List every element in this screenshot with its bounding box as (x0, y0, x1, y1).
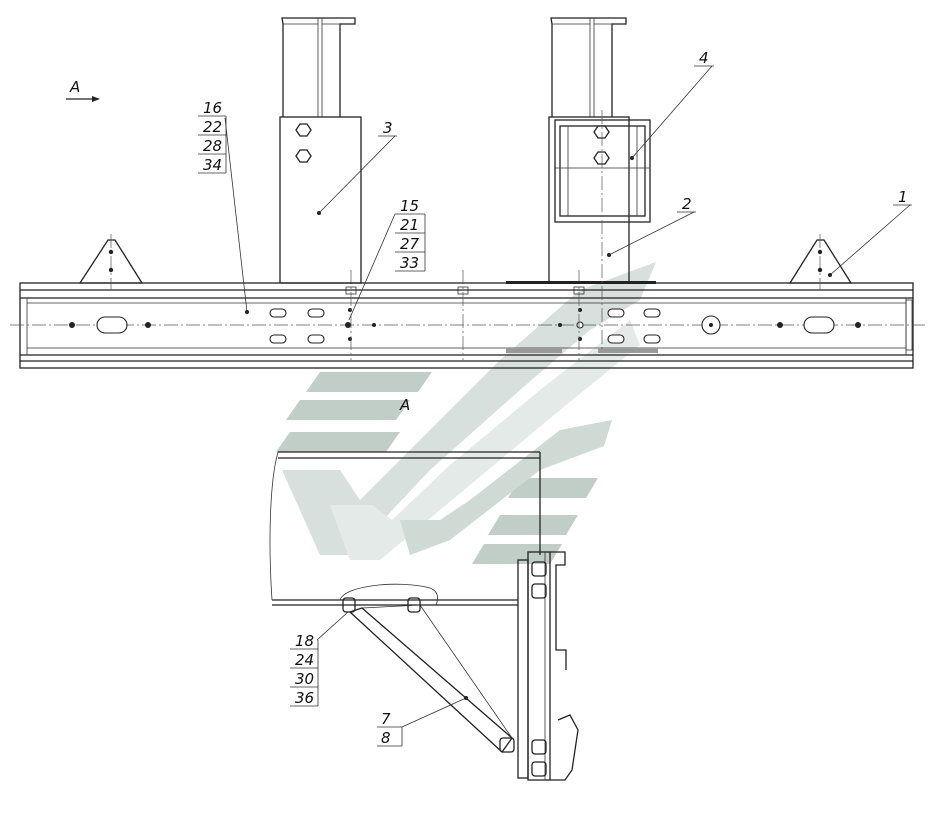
view-arrow (66, 96, 100, 102)
leader-lines (224, 65, 911, 728)
callout-16: 16 (203, 99, 222, 117)
callout-30: 30 (295, 670, 314, 688)
callout-15-21-27-33: 15 21 27 33 (395, 197, 426, 272)
callout-3: 3 (383, 119, 393, 137)
left-post (279, 17, 362, 284)
callout-18-24-30-36: 18 24 30 36 (290, 632, 319, 707)
view-arrow-label: A (69, 78, 80, 96)
section-label: A (399, 396, 410, 414)
callout-8: 8 (381, 729, 391, 747)
callout-24: 24 (295, 651, 314, 669)
callout-22: 22 (203, 118, 222, 136)
callout-7: 7 (381, 710, 391, 728)
main-beam (10, 270, 925, 369)
callout-15: 15 (400, 197, 419, 215)
bracket-detail (269, 451, 579, 781)
callout-16-22-28-34: 16 22 28 34 (198, 99, 227, 174)
callout-33: 33 (400, 254, 419, 272)
watermark-logo (276, 262, 656, 564)
callout-7-8: 7 8 (377, 710, 403, 747)
right-post (548, 17, 651, 350)
callout-singles: 1 2 3 4 (378, 49, 912, 213)
callout-18: 18 (295, 632, 314, 650)
callout-34: 34 (203, 156, 222, 174)
callout-2: 2 (682, 195, 692, 213)
callout-28: 28 (203, 137, 222, 155)
callout-36: 36 (295, 689, 314, 707)
callout-27: 27 (400, 235, 420, 253)
callout-4: 4 (699, 49, 709, 67)
gusset-left (78, 234, 144, 290)
gusset-right (788, 234, 853, 290)
callout-21: 21 (400, 216, 419, 234)
callout-1: 1 (898, 188, 908, 206)
